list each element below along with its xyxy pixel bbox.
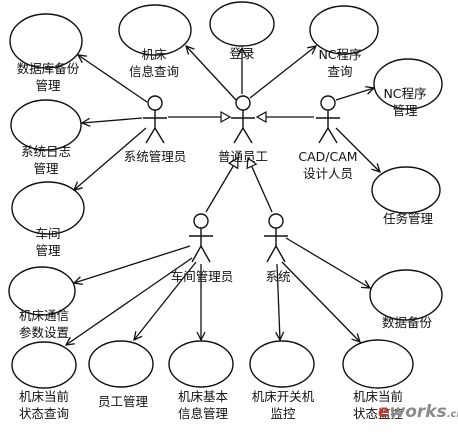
use-case-machine-info <box>118 4 192 56</box>
assoc-wsm-staff-manage <box>134 261 197 340</box>
actor-sysadmin-figure <box>143 95 167 144</box>
use-case-db-backup <box>9 13 83 69</box>
use-case-syslog-line2: 管理 <box>33 161 59 176</box>
use-case-syslog-line1: 系统日志 <box>20 144 71 159</box>
use-case-nc-manage-line2: 管理 <box>392 103 418 118</box>
use-case-syslog-label: 系统日志 管理 <box>6 143 86 177</box>
use-case-state-query-line2: 状态查询 <box>18 406 69 421</box>
use-case-state-query-label: 机床当前 状态查询 <box>4 388 84 422</box>
use-case-login-text: 登录 <box>229 46 255 61</box>
use-case-basic-info <box>168 340 234 388</box>
use-case-staff-manage <box>88 340 154 388</box>
use-case-db-backup-line1: 数据库备份 <box>16 61 80 76</box>
use-case-staff-manage-label: 员工管理 <box>86 393 160 410</box>
watermark-prefix: e <box>378 402 390 422</box>
use-case-comm-params-line1: 机床通信 <box>18 308 69 323</box>
actor-cad-designer-figure <box>316 95 340 144</box>
use-case-onoff-monitor-line2: 监控 <box>270 406 296 421</box>
use-case-workshop <box>11 181 85 235</box>
assoc-sysadmin-syslog <box>82 117 143 123</box>
use-case-task-manage <box>371 166 441 214</box>
assoc-wsm-state-query <box>66 257 193 345</box>
assoc-sysadmin-db-backup <box>78 55 148 103</box>
watermark-text: works <box>389 402 447 422</box>
use-case-state-query-line1: 机床当前 <box>18 389 69 404</box>
actor-system-text: 系统 <box>265 269 291 284</box>
use-case-nc-query <box>309 5 379 55</box>
actor-system-figure <box>264 213 288 263</box>
use-case-onoff-monitor-label: 机床开关机 监控 <box>238 388 328 422</box>
use-case-db-backup-label: 数据库备份 管理 <box>8 60 88 94</box>
use-case-onoff-monitor-line1: 机床开关机 <box>251 389 315 404</box>
use-case-basic-info-line1: 机床基本 <box>177 389 228 404</box>
actor-employee-label: 普通员工 <box>208 148 278 165</box>
assoc-system-onoff-monitor <box>277 263 280 340</box>
use-case-nc-query-line1: NC程序 <box>318 47 362 62</box>
assoc-system-data-backup <box>285 237 370 288</box>
use-case-basic-info-line2: 信息管理 <box>177 406 228 421</box>
use-case-login <box>209 1 275 47</box>
actor-cad-designer-line1: CAD/CAM <box>298 149 358 164</box>
assoc-cad-nc-manage <box>335 88 374 101</box>
actor-workshop-manager-figure <box>189 213 213 263</box>
generalization-system-employee <box>248 158 273 213</box>
generalization-wsm-employee <box>205 158 238 213</box>
use-case-login-label: 登录 <box>212 45 272 62</box>
use-case-comm-params <box>8 266 76 316</box>
actor-sysadmin-label: 系统管理员 <box>110 148 200 165</box>
use-case-onoff-monitor <box>249 340 315 388</box>
use-case-workshop-line1: 车间 <box>35 226 61 241</box>
actor-cad-designer-label: CAD/CAM 设计人员 <box>290 148 366 182</box>
use-case-state-query <box>11 341 77 389</box>
use-case-db-backup-line2: 管理 <box>35 78 61 93</box>
assoc-cad-task-manage <box>335 127 380 172</box>
use-case-nc-query-line2: 查询 <box>327 64 353 79</box>
use-case-nc-query-label: NC程序 查询 <box>300 46 380 80</box>
actor-sysadmin-text: 系统管理员 <box>123 149 187 164</box>
use-case-state-monitor-label: 机床当前 状态监控 <box>336 388 420 422</box>
use-case-task-manage-text: 任务管理 <box>382 211 433 226</box>
actor-cad-designer-line2: 设计人员 <box>302 166 353 181</box>
actor-workshop-manager-text: 车间管理员 <box>170 269 234 284</box>
use-case-machine-info-label: 机床 信息查询 <box>114 46 194 80</box>
use-case-state-monitor <box>342 339 414 389</box>
use-case-workshop-line2: 管理 <box>35 243 61 258</box>
eworks-watermark: eworks.cn <box>378 402 458 422</box>
actor-system-label: 系统 <box>252 268 304 285</box>
use-case-workshop-label: 车间 管理 <box>8 225 88 259</box>
actor-employee-figure <box>231 95 255 144</box>
assoc-system-state-monitor <box>281 261 360 342</box>
use-case-staff-manage-text: 员工管理 <box>97 394 148 409</box>
use-case-state-monitor-line1: 机床当前 <box>352 389 403 404</box>
use-case-nc-manage-label: NC程序 管理 <box>365 85 445 119</box>
actor-workshop-manager-label: 车间管理员 <box>160 268 244 285</box>
use-case-data-backup-text: 数据备份 <box>381 315 432 330</box>
assoc-sysadmin-workshop <box>74 127 147 190</box>
use-case-comm-params-label: 机床通信 参数设置 <box>4 307 84 341</box>
use-case-machine-info-line1: 机床 <box>141 47 167 62</box>
use-case-nc-manage <box>373 58 443 110</box>
assoc-employee-machine-info <box>186 46 237 101</box>
actor-employee-text: 普通员工 <box>217 149 268 164</box>
use-case-basic-info-label: 机床基本 信息管理 <box>163 388 243 422</box>
assoc-employee-nc-query <box>249 46 316 99</box>
use-case-machine-info-line2: 信息查询 <box>128 64 179 79</box>
assoc-wsm-comm-params <box>74 245 191 283</box>
use-case-task-manage-label: 任务管理 <box>368 210 448 227</box>
use-case-data-backup <box>369 269 443 321</box>
use-case-nc-manage-line1: NC程序 <box>383 86 427 101</box>
watermark-suffix: .cn <box>446 409 458 420</box>
use-case-comm-params-line2: 参数设置 <box>18 325 69 340</box>
use-case-data-backup-label: 数据备份 <box>365 314 449 331</box>
use-case-state-monitor-line2: 状态监控 <box>352 406 403 421</box>
